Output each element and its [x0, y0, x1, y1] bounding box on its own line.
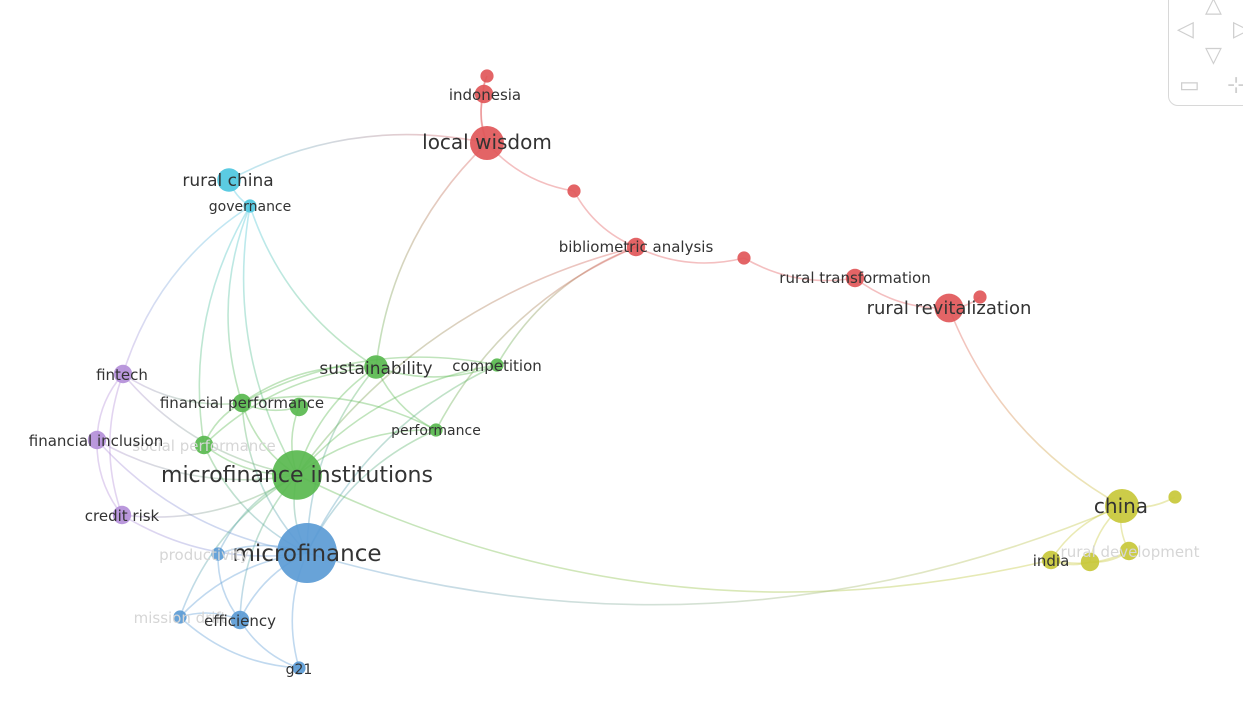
- pan-right-icon[interactable]: ▷: [1233, 17, 1243, 42]
- label-local-wisdom[interactable]: local wisdom: [422, 130, 552, 154]
- link-bibliometric-analysis-microfinance-institutions: [296, 246, 637, 476]
- zoom-in-icon[interactable]: ⊹: [1227, 73, 1243, 98]
- link-governance-fintech: [122, 205, 251, 375]
- node-productivity[interactable]: [211, 547, 225, 561]
- link-governance-financial-performance: [227, 205, 251, 404]
- node-financial-inclusion[interactable]: [87, 430, 107, 450]
- label-rural-transformation[interactable]: rural transformation: [779, 269, 930, 287]
- link-mission-drift-g21: [179, 616, 300, 669]
- link-governance-sustainability: [249, 205, 377, 368]
- label-mission-drift[interactable]: mission drift: [134, 609, 227, 627]
- label-rural-revitalization[interactable]: rural revitalization: [867, 298, 1032, 319]
- label-china[interactable]: china: [1094, 494, 1148, 518]
- node-indonesia[interactable]: [474, 84, 494, 104]
- link-sustainability-social-performance: [203, 366, 377, 446]
- node-rural-china[interactable]: [217, 168, 241, 192]
- link-microfinance-institutions-india: [296, 474, 1052, 593]
- label-performance[interactable]: performance: [391, 423, 481, 439]
- label-g21[interactable]: g21: [286, 662, 313, 678]
- node-rural-development[interactable]: [1119, 541, 1139, 561]
- pan-left-icon[interactable]: ◁: [1177, 17, 1194, 42]
- links-layer: [96, 75, 1176, 669]
- node-social-performance[interactable]: [194, 435, 214, 455]
- link-financial-inclusion-microfinance-institutions: [96, 439, 298, 481]
- link-bibliometric-analysis-competition: [496, 246, 637, 366]
- node-g21[interactable]: [292, 661, 306, 675]
- label-productivity[interactable]: productivity: [159, 546, 249, 564]
- node-india[interactable]: [1041, 550, 1061, 570]
- node-rural-transformation[interactable]: [845, 268, 865, 288]
- label-credit-risk[interactable]: credit risk: [85, 507, 160, 525]
- nodes-layer: [87, 69, 1182, 675]
- link-sustainability-competition: [375, 364, 498, 378]
- link-competition-microfinance-institutions: [296, 364, 498, 476]
- node-n-indonesia-top[interactable]: [480, 69, 494, 83]
- label-efficiency[interactable]: efficiency: [204, 612, 276, 630]
- node-bibliometric-analysis[interactable]: [626, 237, 646, 257]
- link-fintech-financial-performance: [122, 373, 243, 405]
- link-governance-social-performance: [198, 205, 251, 446]
- node-sustainability[interactable]: [364, 355, 388, 379]
- node-efficiency[interactable]: [230, 610, 250, 630]
- zoom-out-icon[interactable]: ▭: [1179, 73, 1200, 98]
- node-fintech[interactable]: [113, 364, 133, 384]
- label-microfinance[interactable]: microfinance: [233, 541, 382, 567]
- label-financial-inclusion[interactable]: financial inclusion: [29, 432, 163, 450]
- link-rural-revitalization-china: [948, 307, 1123, 507]
- link-performance-financial-performance: [241, 395, 437, 431]
- labels-layer: indonesia local wisdom bibliometric analys…: [29, 86, 1200, 678]
- node-rural-revitalization[interactable]: [934, 293, 964, 323]
- link-sustainability-financial-performance: [241, 365, 377, 404]
- navigation-panel: △ ◁ ▷ ▽ ▭ ⊹: [1168, 0, 1243, 106]
- label-rural-development[interactable]: rural development: [1061, 543, 1200, 561]
- node-n-green-a[interactable]: [289, 397, 309, 417]
- node-competition[interactable]: [490, 358, 504, 372]
- label-indonesia[interactable]: indonesia: [449, 86, 521, 104]
- link-governance-microfinance-institutions: [242, 205, 298, 476]
- link-fintech-credit-risk: [109, 373, 124, 516]
- node-n-red-right[interactable]: [973, 290, 987, 304]
- pan-down-icon[interactable]: ▽: [1205, 43, 1222, 68]
- label-governance[interactable]: governance: [209, 199, 292, 215]
- node-local-wisdom[interactable]: [470, 126, 504, 160]
- label-microfinance-institutions[interactable]: microfinance institutions: [161, 463, 433, 488]
- node-n-red-mid[interactable]: [737, 251, 751, 265]
- link-microfinance-china: [306, 505, 1123, 606]
- link-local-wisdom-rural-china: [228, 133, 488, 181]
- label-india[interactable]: india: [1033, 552, 1070, 570]
- link-bibliometric-analysis-performance: [435, 246, 637, 431]
- label-rural-china[interactable]: rural china: [182, 171, 273, 191]
- node-performance[interactable]: [429, 423, 443, 437]
- label-bibliometric-analysis[interactable]: bibliometric analysis: [559, 238, 714, 256]
- pan-up-icon[interactable]: △: [1205, 0, 1222, 18]
- node-governance[interactable]: [243, 199, 257, 213]
- node-mission-drift[interactable]: [173, 610, 187, 624]
- node-credit-risk[interactable]: [112, 505, 132, 525]
- node-china[interactable]: [1105, 489, 1139, 523]
- label-social-performance[interactable]: social performance: [132, 437, 276, 455]
- node-n-yellow-right[interactable]: [1168, 490, 1182, 504]
- node-n-yellow-mid[interactable]: [1080, 552, 1100, 572]
- link-n-red-mid-rural-transformation: [743, 257, 856, 282]
- label-fintech[interactable]: fintech: [96, 366, 148, 384]
- node-financial-performance[interactable]: [232, 393, 252, 413]
- node-microfinance-institutions[interactable]: [272, 450, 322, 500]
- label-financial-performance[interactable]: financial performance: [160, 394, 324, 412]
- link-bibliometric-analysis-n-red-mid: [635, 246, 745, 264]
- link-local-wisdom-sustainability: [375, 142, 488, 368]
- node-microfinance[interactable]: [277, 523, 337, 583]
- node-n-red-small[interactable]: [567, 184, 581, 198]
- label-competition[interactable]: competition: [452, 357, 542, 375]
- link-competition-microfinance: [306, 364, 498, 554]
- label-sustainability[interactable]: sustainability: [319, 359, 432, 379]
